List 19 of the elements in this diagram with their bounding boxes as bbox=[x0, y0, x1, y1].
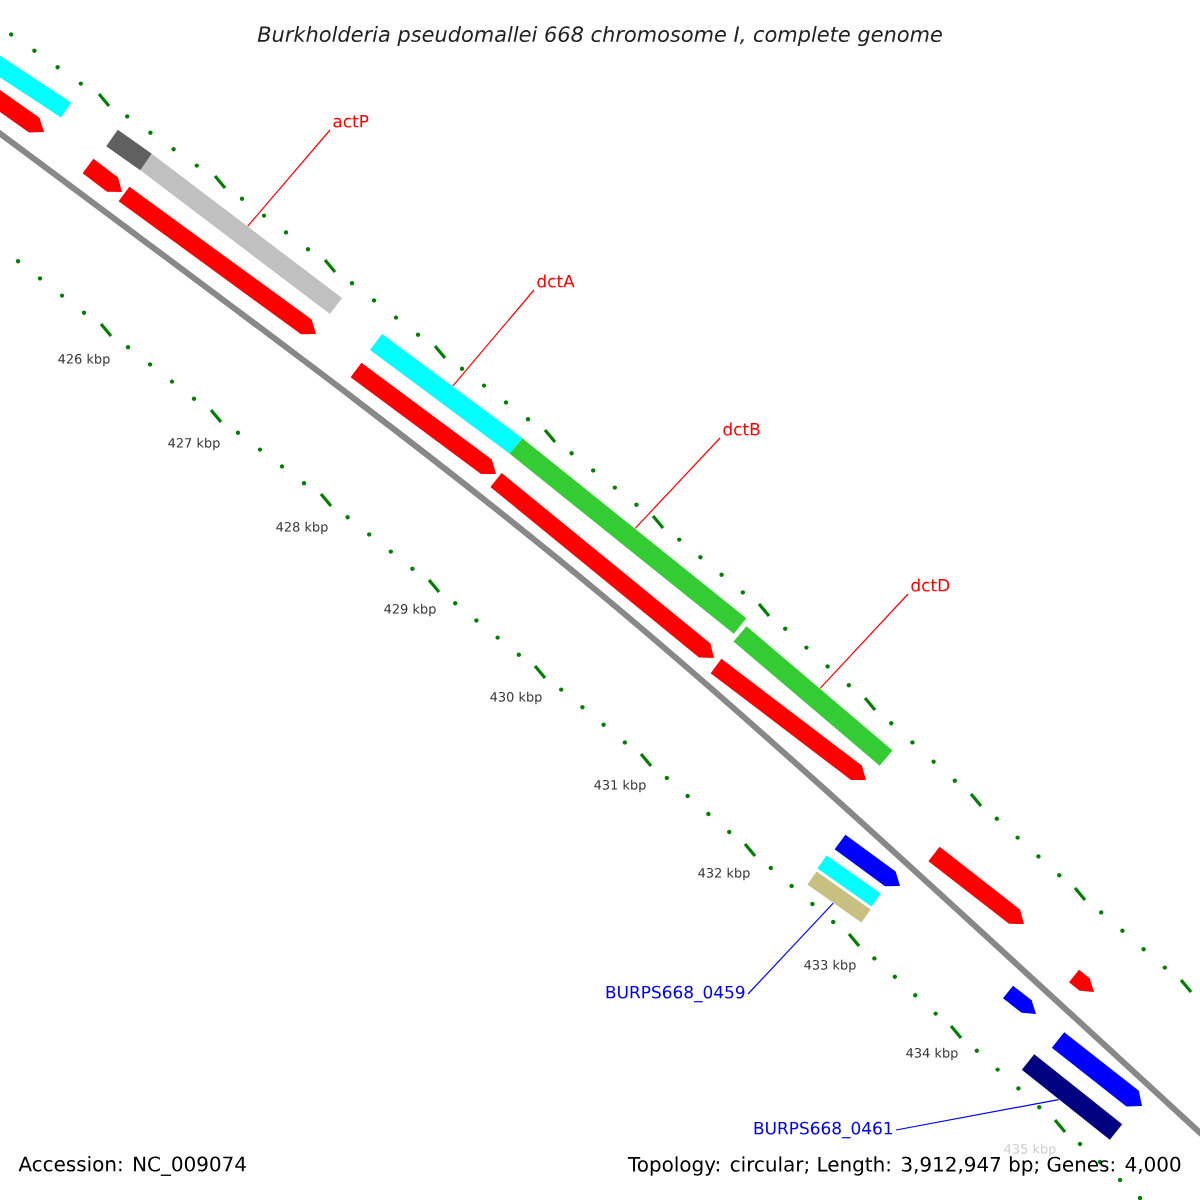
gene-bar bbox=[509, 438, 747, 634]
leader-line bbox=[247, 129, 331, 227]
title: Burkholderia pseudomallei 668 chromosome I, complete genome bbox=[257, 25, 942, 47]
leader-line bbox=[634, 437, 721, 529]
gene-bar bbox=[807, 871, 871, 923]
gene-label: dctB bbox=[723, 422, 760, 436]
gene-bar bbox=[1021, 1054, 1123, 1140]
gene-label: BURPS668_0461 bbox=[754, 1121, 893, 1139]
footer-text: Accession: NC_009074 bbox=[18, 1156, 246, 1176]
gene-label: dctA bbox=[537, 274, 575, 288]
gene-bar bbox=[733, 626, 893, 766]
gene-bar bbox=[370, 333, 522, 455]
gene-label: actP bbox=[333, 115, 369, 128]
leader-line bbox=[452, 289, 535, 387]
leader-line bbox=[747, 902, 834, 995]
leader-line bbox=[895, 1098, 1060, 1131]
gene-label: BURPS668_0459 bbox=[606, 985, 745, 1003]
gene-label: dctD bbox=[911, 578, 950, 592]
gene-bar bbox=[139, 154, 343, 314]
